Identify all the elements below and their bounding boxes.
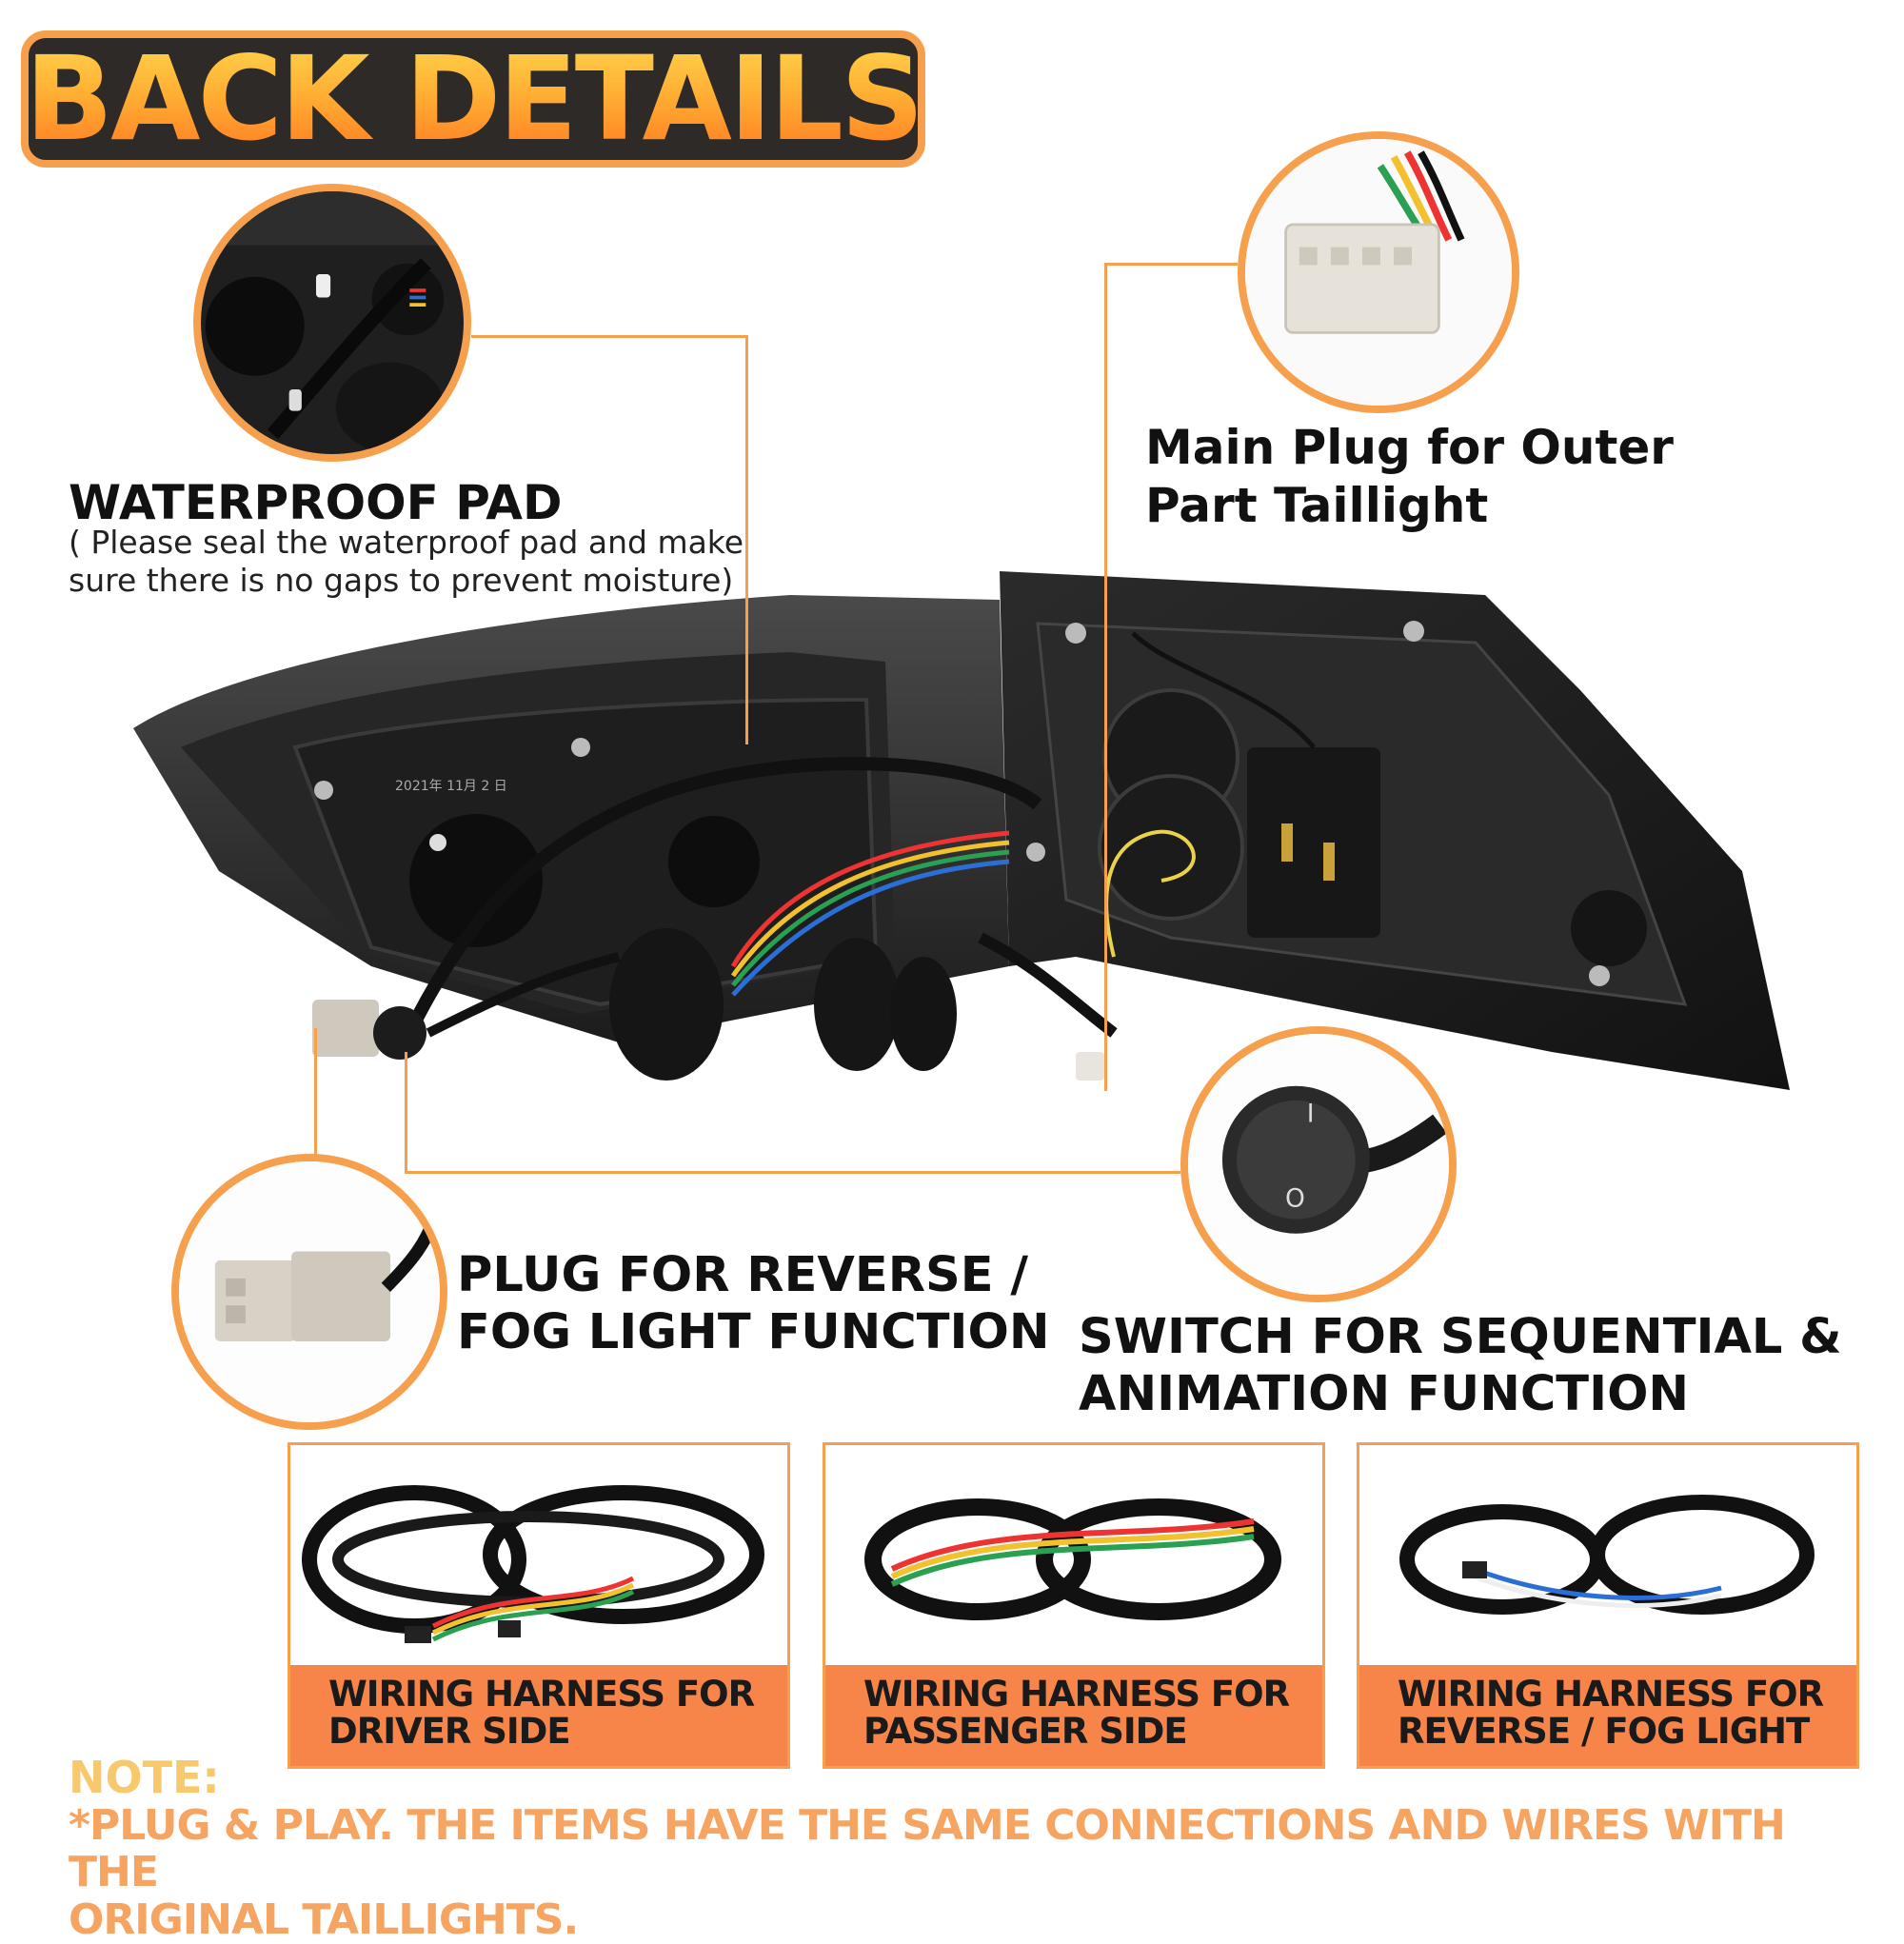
page-title: BACK DETAILS <box>25 31 924 167</box>
title-banner: BACK DETAILS <box>21 30 925 168</box>
reverse-fog-plug-photo <box>171 1154 447 1430</box>
harness-panel-passenger: WIRING HARNESS FOR PASSENGER SIDE <box>823 1442 1325 1769</box>
harness-label-driver: WIRING HARNESS FOR DRIVER SIDE <box>290 1665 787 1766</box>
leader-line <box>745 335 748 744</box>
switch-photo: I O <box>1180 1026 1457 1302</box>
waterproof-pad-photo <box>193 184 471 462</box>
harness-panel-reverse-fog: WIRING HARNESS FOR REVERSE / FOG LIGHT <box>1357 1442 1859 1769</box>
note-text: *PLUG & PLAY. THE ITEMS HAVE THE SAME CO… <box>69 1801 1786 1944</box>
reverse-fog-plug-callout: PLUG FOR REVERSE / FOG LIGHT FUNCTION <box>457 1247 1050 1361</box>
leader-line <box>1104 263 1238 266</box>
main-plug-callout: Main Plug for Outer Part Taillight <box>1145 420 1674 533</box>
leader-line <box>314 1028 317 1157</box>
switch-callout: SWITCH FOR SEQUENTIAL & ANIMATION FUNCTI… <box>1079 1309 1842 1423</box>
switch-off-mark: O <box>1285 1183 1305 1213</box>
harness-photo <box>302 1485 764 1643</box>
leader-line <box>1104 263 1107 1091</box>
harness-label-passenger: WIRING HARNESS FOR PASSENGER SIDE <box>825 1665 1322 1766</box>
main-plug-photo <box>1238 131 1519 413</box>
harness-photo <box>1399 1495 1815 1615</box>
harness-label-reverse-fog: WIRING HARNESS FOR REVERSE / FOG LIGHT <box>1359 1665 1856 1766</box>
note-title: NOTE: <box>69 1752 220 1803</box>
leader-line <box>471 335 747 338</box>
waterproof-pad-heading: WATERPROOF PAD <box>69 475 563 530</box>
waterproof-pad-note: ( Please seal the waterproof pad and mak… <box>69 524 744 600</box>
leader-line <box>405 1052 407 1171</box>
leader-line <box>405 1171 1180 1174</box>
switch-on-mark: I <box>1307 1100 1315 1129</box>
harness-photo <box>864 1498 1281 1620</box>
date-stamp: 2021年 11月 2 日 <box>395 779 507 794</box>
taillight-photo: 2021年 11月 2 日 <box>133 571 1790 1090</box>
harness-panel-driver: WIRING HARNESS FOR DRIVER SIDE <box>288 1442 790 1769</box>
